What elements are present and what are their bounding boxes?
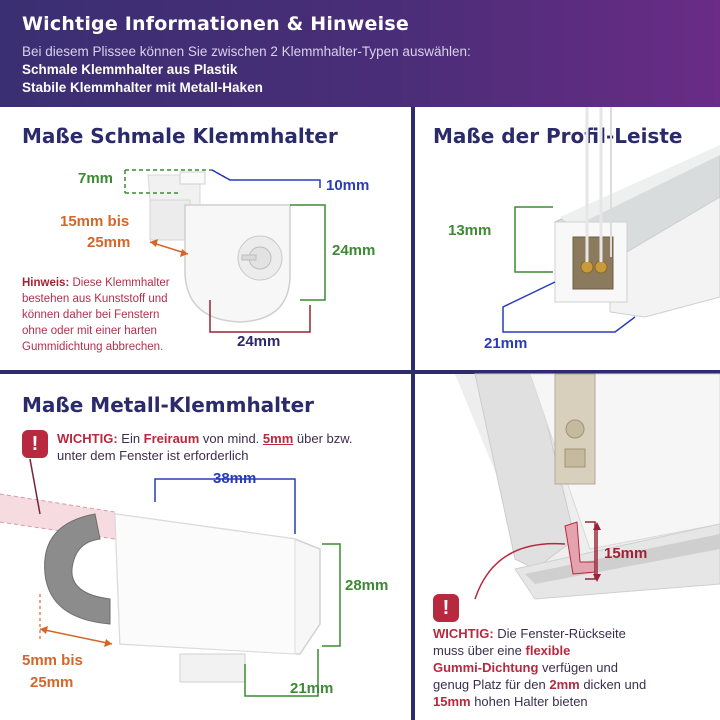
profile-dim-width: 21mm <box>484 335 528 352</box>
horizontal-divider <box>0 370 720 374</box>
metal-dim-depth: 21mm <box>290 680 334 697</box>
narrow-dim-top: 7mm <box>78 170 114 187</box>
header-option-metal: Stabile Klemmhalter mit Metall-Haken <box>22 80 263 95</box>
metal-warn-keyword: Freiraum <box>143 431 200 446</box>
metal-dim-width: 38mm <box>213 470 257 487</box>
seal-line3-keyword: Gummi-Dichtung <box>433 660 539 675</box>
header-intro: Bei diesem Plissee können Sie zwischen 2… <box>22 44 471 59</box>
seal-line5-post: hohen Halter bieten <box>470 694 588 709</box>
narrow-note-line2: bestehen aus Kunststoff und <box>22 293 168 305</box>
metal-dim-gap-line1: 5mm bis <box>22 652 83 669</box>
seal-line5-keyword: 15mm <box>433 694 471 709</box>
seal-line2-keyword: flexible <box>525 643 571 658</box>
seal-warn-label: WICHTIG: <box>433 626 494 641</box>
metal-warn-label: WICHTIG: <box>57 431 118 446</box>
narrow-dim-gap-line2: 25mm <box>87 234 131 251</box>
panel-narrow-title: Maße Schmale Klemmhalter <box>22 124 338 148</box>
header-title: Wichtige Informationen & Hinweise <box>22 13 409 35</box>
metal-warning: WICHTIG: Ein Freiraum von mind. 5mm über… <box>57 430 402 464</box>
narrow-clip-illustration <box>124 169 326 333</box>
metal-warn-mid: von mind. <box>199 431 263 446</box>
narrow-note-line5: Gummidichtung abbrechen. <box>22 341 164 353</box>
seal-line4-pre: genug Platz für den <box>433 677 550 692</box>
metal-warn-min: 5mm <box>262 431 294 446</box>
metal-warn-pre: Ein <box>117 431 144 446</box>
vertical-divider <box>411 107 415 720</box>
metal-dim-height: 28mm <box>345 577 389 594</box>
narrow-dim-width: 24mm <box>237 333 281 350</box>
narrow-note-line4: ohne oder mit einer harten <box>22 325 157 337</box>
info-header: Wichtige Informationen & Hinweise Bei di… <box>0 0 720 107</box>
seal-line2-pre: muss über eine <box>433 643 526 658</box>
seal-warning-icon: ! <box>433 594 459 622</box>
metal-warn-post: über bzw. <box>293 431 353 446</box>
narrow-note: Hinweis: Diese Klemmhalter bestehen aus … <box>22 275 202 355</box>
panel-profile-title: Maße der Profil-Leiste <box>433 124 683 148</box>
narrow-dim-depth: 10mm <box>326 177 370 194</box>
panel-metal-title: Maße Metall-Klemmhalter <box>22 393 315 417</box>
seal-line1: Die Fenster-Rückseite <box>493 626 626 641</box>
metal-clip-illustration <box>0 458 341 697</box>
seal-dim-height: 15mm <box>604 545 648 562</box>
metal-warning-icon: ! <box>22 430 48 458</box>
profile-strip-illustration <box>502 107 720 333</box>
narrow-dim-gap-line1: 15mm bis <box>60 213 130 230</box>
header-option-plastic: Schmale Klemmhalter aus Plastik <box>22 62 238 77</box>
narrow-note-label: Hinweis: <box>22 277 70 289</box>
narrow-note-line1: Diese Klemmhalter <box>69 277 170 289</box>
window-seal-illustration <box>455 373 720 600</box>
metal-dim-gap-line2: 25mm <box>30 674 74 691</box>
narrow-note-line3: können daher bei Fenstern <box>22 309 160 321</box>
seal-line3-post: verfügen und <box>538 660 618 675</box>
seal-warning: WICHTIG: Die Fenster-Rückseite muss über… <box>433 625 713 710</box>
seal-line4-post: dicken und <box>579 677 647 692</box>
metal-warn-line2: unter dem Fenster ist erforderlich <box>57 448 249 463</box>
narrow-dim-height: 24mm <box>332 242 376 259</box>
seal-line4-keyword: 2mm <box>549 677 580 692</box>
profile-dim-height: 13mm <box>448 222 492 239</box>
